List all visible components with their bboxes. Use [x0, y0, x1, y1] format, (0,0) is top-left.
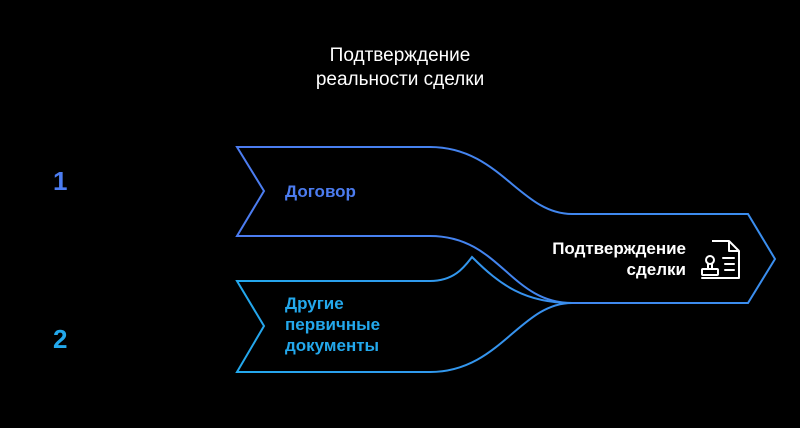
result-label-line-2: сделки	[626, 260, 686, 279]
step-label-contract: Договор	[285, 181, 356, 202]
step-1-label-line-1: Договор	[285, 182, 356, 201]
stream-contract	[235, 146, 777, 304]
step-label-other-documents: Другие первичные документы	[285, 293, 380, 356]
step-number-2: 2	[53, 324, 68, 354]
step-2-label-line-1: Другие	[285, 294, 344, 313]
diagram-title: Подтверждение реальности сделки	[250, 44, 550, 92]
document-with-stamp-icon	[701, 240, 740, 279]
title-line-1: Подтверждение	[329, 45, 471, 66]
result-label-line-1: Подтверждение	[552, 239, 686, 258]
step-2-label-line-3: документы	[285, 336, 380, 355]
step-number-1: 1	[53, 166, 68, 196]
step-2-label-line-2: первичные	[285, 315, 381, 334]
stream-other-documents	[235, 255, 573, 373]
result-label: Подтверждение сделки	[520, 238, 686, 280]
title-line-2: реальности сделки	[315, 69, 485, 90]
